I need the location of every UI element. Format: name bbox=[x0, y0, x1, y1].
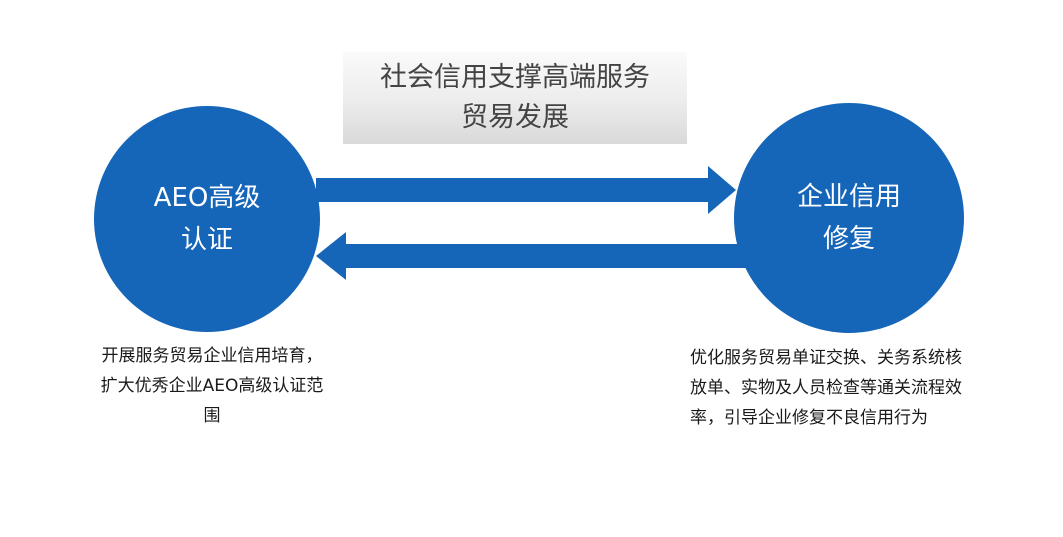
repair-desc-line-2: 放单、实物及人员检查等通关流程效 bbox=[690, 378, 962, 398]
aeo-node-line-1: AEO高级 bbox=[153, 183, 261, 213]
title-box: 社会信用支撑高端服务 贸易发展 bbox=[343, 52, 687, 144]
repair-desc-line-3: 率，引导企业修复不良信用行为 bbox=[690, 408, 928, 428]
aeo-desc-line-2: 扩大优秀企业AEO高级认证范 bbox=[100, 376, 324, 396]
title-line-2: 贸易发展 bbox=[461, 102, 569, 133]
repair-desc-line-1: 优化服务贸易单证交换、关务系统核 bbox=[690, 348, 962, 368]
aeo-description: 开展服务贸易企业信用培育， 扩大优秀企业AEO高级认证范 围 bbox=[62, 341, 362, 431]
aeo-desc-line-1: 开展服务贸易企业信用培育， bbox=[101, 346, 323, 366]
arrow-right bbox=[316, 166, 736, 214]
aeo-node-line-2: 认证 bbox=[180, 225, 233, 255]
credit-repair-node: 企业信用 修复 bbox=[734, 103, 964, 333]
title-line-1: 社会信用支撑高端服务 bbox=[380, 62, 650, 93]
aeo-certification-node: AEO高级 认证 bbox=[94, 106, 320, 332]
repair-description: 优化服务贸易单证交换、关务系统核 放单、实物及人员检查等通关流程效 率，引导企业… bbox=[690, 343, 1050, 433]
repair-node-line-2: 修复 bbox=[822, 224, 875, 254]
arrow-left bbox=[316, 232, 750, 280]
repair-node-line-1: 企业信用 bbox=[796, 182, 901, 212]
aeo-desc-line-3: 围 bbox=[203, 406, 221, 426]
